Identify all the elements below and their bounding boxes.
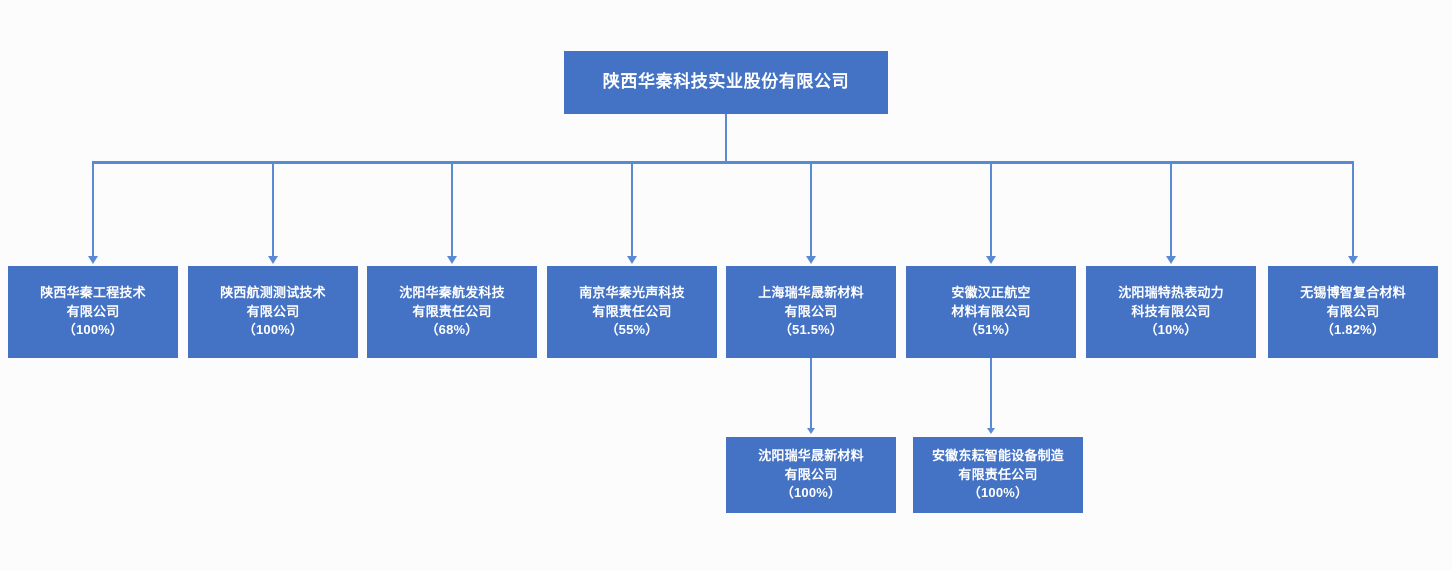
org-node-stake: （55%） xyxy=(605,322,659,338)
org-node-name-line: 科技有限公司 xyxy=(1131,303,1211,319)
org-node[interactable]: 陕西航测测试技术有限公司 （100%） xyxy=(188,266,358,358)
org-node-name-line: 上海瑞华晟新材料 xyxy=(758,284,864,300)
connector-arrow-level2 xyxy=(987,428,995,434)
connector-arrow-level1 xyxy=(447,256,457,264)
connector-drop-level1 xyxy=(810,163,812,258)
connector-arrow-level1 xyxy=(806,256,816,264)
org-node-name-line: 南京华秦光声科技 xyxy=(579,284,685,300)
org-node[interactable]: 安徽汉正航空材料有限公司 （51%） xyxy=(906,266,1076,358)
org-node[interactable]: 沈阳华秦航发科技有限责任公司 （68%） xyxy=(367,266,537,358)
org-node-name-line: 沈阳瑞华晟新材料 xyxy=(758,447,864,463)
connector-drop-level1 xyxy=(1352,163,1354,258)
org-node-stake: （10%） xyxy=(1144,322,1198,338)
org-node-name-line: 沈阳瑞特热表动力 xyxy=(1118,284,1224,300)
org-node-name-line: 有限责任公司 xyxy=(412,303,492,319)
org-node-name-line: 陕西华秦工程技术 xyxy=(40,284,146,300)
org-node[interactable]: 南京华秦光声科技有限责任公司 （55%） xyxy=(547,266,717,358)
org-node-root-title: 陕西华秦科技实业股份有限公司 xyxy=(602,72,850,92)
org-node-name-line: 陕西航测测试技术 xyxy=(220,284,326,300)
org-node-name-line: 有限责任公司 xyxy=(592,303,672,319)
connector-arrow-level1 xyxy=(268,256,278,264)
connector-arrow-level2 xyxy=(807,428,815,434)
connector-drop-level1 xyxy=(272,163,274,258)
connector-horizontal-bus xyxy=(92,161,1354,164)
org-node-name-line: 安徽东耘智能设备制造 xyxy=(931,447,1064,463)
org-node-name-line: 无锡博智复合材料 xyxy=(1300,284,1406,300)
org-node-stake: （68%） xyxy=(425,322,479,338)
connector-drop-level1 xyxy=(92,163,94,258)
connector-drop-level2 xyxy=(990,358,992,430)
org-node-name-line: 有限公司 xyxy=(1326,303,1380,319)
org-node[interactable]: 无锡博智复合材料有限公司 （1.82%） xyxy=(1268,266,1438,358)
connector-arrow-level1 xyxy=(88,256,98,264)
org-node-stake: （100%） xyxy=(967,485,1029,501)
org-node[interactable]: 沈阳瑞特热表动力科技有限公司 （10%） xyxy=(1086,266,1256,358)
connector-drop-level1 xyxy=(631,163,633,258)
org-node-name-line: 有限公司 xyxy=(66,303,120,319)
org-node-name-line: 有限公司 xyxy=(784,466,838,482)
org-node-stake: （1.82%） xyxy=(1320,322,1386,338)
org-node-name-line: 有限公司 xyxy=(246,303,300,319)
org-node-name-line: 材料有限公司 xyxy=(951,303,1031,319)
org-node-stake: （100%） xyxy=(780,485,842,501)
connector-drop-level1 xyxy=(451,163,453,258)
connector-drop-level1 xyxy=(990,163,992,258)
org-node-name-line: 安徽汉正航空 xyxy=(951,284,1031,300)
org-node-name-line: 沈阳华秦航发科技 xyxy=(399,284,505,300)
org-node[interactable]: 安徽东耘智能设备制造有限责任公司 （100%） xyxy=(913,437,1083,513)
org-node-stake: （51%） xyxy=(964,322,1018,338)
org-node[interactable]: 陕西华秦工程技术有限公司 （100%） xyxy=(8,266,178,358)
connector-arrow-level1 xyxy=(986,256,996,264)
org-node-stake: （100%） xyxy=(62,322,124,338)
org-node-stake: （51.5%） xyxy=(778,322,844,338)
connector-drop-level2 xyxy=(810,358,812,430)
connector-arrow-level1 xyxy=(627,256,637,264)
connector-drop-level1 xyxy=(1170,163,1172,258)
org-node-root[interactable]: 陕西华秦科技实业股份有限公司 xyxy=(564,51,888,114)
org-node-name-line: 有限责任公司 xyxy=(958,466,1038,482)
connector-root-stem xyxy=(725,114,727,163)
connector-arrow-level1 xyxy=(1166,256,1176,264)
org-node[interactable]: 沈阳瑞华晟新材料有限公司 （100%） xyxy=(726,437,896,513)
connector-arrow-level1 xyxy=(1348,256,1358,264)
org-node-stake: （100%） xyxy=(242,322,304,338)
org-node-name-line: 有限公司 xyxy=(784,303,838,319)
org-node[interactable]: 上海瑞华晟新材料有限公司 （51.5%） xyxy=(726,266,896,358)
